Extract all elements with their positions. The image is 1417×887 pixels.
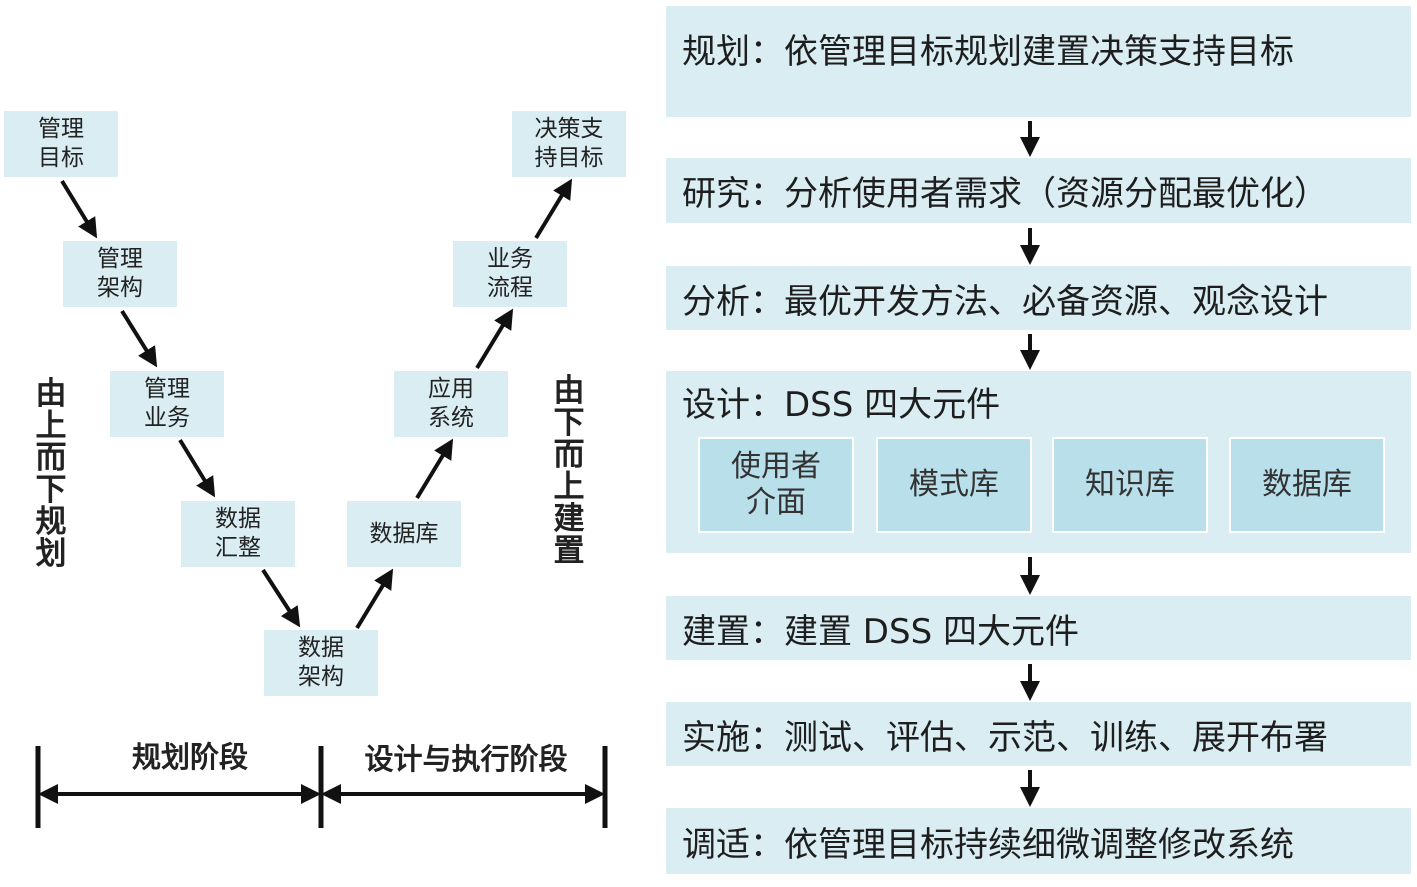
arrow-arch-to-biz: [120, 309, 158, 368]
node-mgmt-biz: 管理 业务: [110, 371, 224, 437]
arrow-dataarch-to-db: [355, 568, 394, 630]
component-knowledge-base: 知识库: [1052, 437, 1208, 533]
node-biz-process: 业务 流程: [453, 241, 567, 307]
step-build: 建置：建置 DSS 四大元件: [666, 596, 1411, 660]
node-data-arch: 数据 架构: [264, 630, 378, 696]
top-down-planning-label: 由 上 而 下 规 划: [35, 376, 67, 572]
node-mgmt-goal: 管理 目标: [4, 111, 118, 177]
node-database: 数据库: [347, 501, 461, 567]
node-mgmt-arch: 管理 架构: [63, 241, 177, 307]
arrow-collect-to-dataarch: [261, 568, 301, 628]
node-decision-goal: 决策支 持目标: [512, 111, 626, 177]
arrow-process-to-decision: [534, 178, 573, 240]
node-app-system: 应用 系统: [394, 371, 508, 437]
arrow-app-to-process: [475, 308, 514, 370]
step-analysis: 分析：最优开发方法、必备资源、观念设计: [666, 266, 1411, 330]
bottom-up-build-label: 由 下 而 上 建 置: [553, 373, 585, 569]
step-research: 研究：分析使用者需求（资源分配最优化）: [666, 158, 1411, 223]
component-database: 数据库: [1229, 437, 1385, 533]
step-plan: 规划：依管理目标规划建置决策支持目标: [666, 6, 1411, 117]
component-user-interface: 使用者 介面: [698, 437, 854, 533]
step-adapt: 调适：依管理目标持续细微调整修改系统: [666, 808, 1411, 874]
node-data-collect: 数据 汇整: [181, 501, 295, 567]
planning-phase-label: 规划阶段: [131, 740, 248, 774]
arrow-biz-to-collect: [178, 438, 216, 498]
arrow-goal-to-arch: [60, 179, 98, 239]
design-exec-phase-label: 设计与执行阶段: [364, 742, 568, 776]
component-model-base: 模式库: [876, 437, 1032, 533]
arrow-db-to-app: [415, 438, 454, 500]
step-implement: 实施：测试、评估、示范、训练、展开布署: [666, 702, 1411, 766]
